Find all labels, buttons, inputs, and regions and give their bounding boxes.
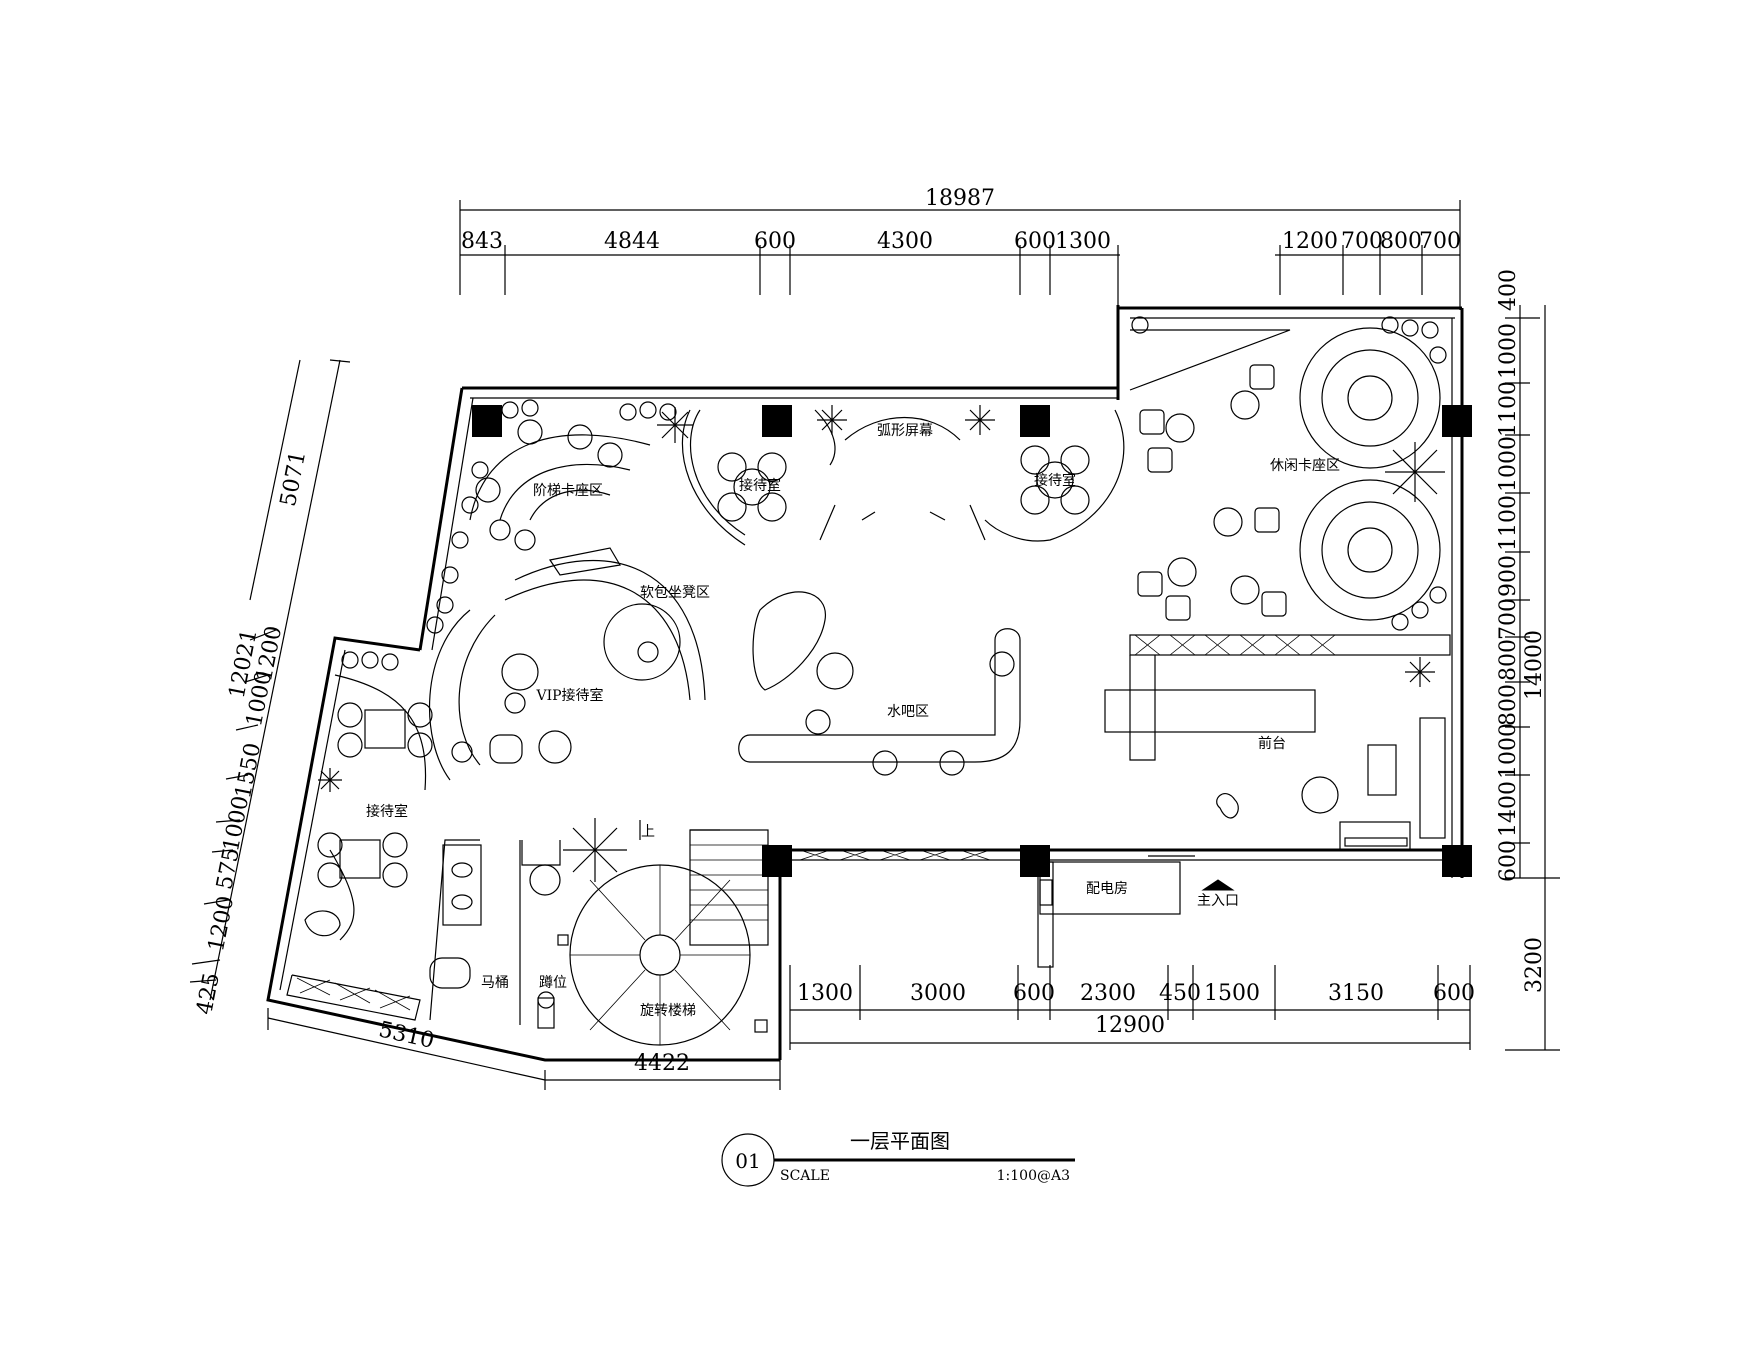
dim-bottom-3000: 3000: [910, 981, 966, 1006]
label-toilet: 马桶: [481, 975, 509, 991]
dim-right-400: 400: [1496, 269, 1521, 311]
label-arc-booth: 阶梯卡座区: [533, 483, 603, 499]
label-up: 上: [641, 824, 655, 840]
leisure-booth-furniture: [1129, 327, 1441, 621]
dim-right-1000c: 1000: [1496, 723, 1521, 779]
dim-top-700a: 700: [1341, 229, 1383, 254]
dim-right-1100a: 1100: [1496, 381, 1521, 437]
scale-label: SCALE: [780, 1168, 830, 1184]
dim-top-800: 800: [1380, 229, 1422, 254]
dim-left-1550: 1550: [231, 741, 266, 801]
dim-bottom-600b: 600: [1433, 981, 1475, 1006]
structural-columns: [472, 405, 1472, 877]
dim-right-1000a: 1000: [1496, 323, 1521, 379]
dim-top-1300: 1300: [1055, 229, 1111, 254]
dim-left-5071: 5071: [276, 449, 311, 509]
snowflake-plant-icon: [318, 405, 1445, 882]
label-reception-c: 接待室: [366, 803, 408, 820]
dim-right-600: 600: [1496, 840, 1521, 882]
label-reception-b: 接待室: [1034, 472, 1076, 489]
dim-bottom-1500: 1500: [1204, 981, 1260, 1006]
bottom-dimension-chain: 1300 3000 600 2300 450 1500 3150 600 129…: [267, 965, 1475, 1090]
sofa-and-vip-furniture: [429, 547, 706, 781]
top-dimension-chain: 18987 843 4844 600 4300 600 1300 1200 70…: [459, 186, 1461, 310]
label-squat: 蹲位: [539, 975, 567, 991]
dim-bottom-450: 450: [1159, 981, 1201, 1006]
label-leisure-booth: 休闲卡座区: [1270, 458, 1340, 474]
exterior-walls: [266, 305, 1470, 1062]
label-main-entrance: 主入口: [1197, 893, 1239, 909]
dim-bottom-3150: 3150: [1328, 981, 1384, 1006]
dim-right-700: 700: [1496, 598, 1521, 640]
label-sofa-area: 软包坐凳区: [640, 585, 710, 601]
reception-b-furniture: [984, 409, 1125, 542]
dim-left-1000b: 1000: [219, 794, 254, 854]
spiral-staircase: [569, 820, 769, 1046]
dim-right-3200: 3200: [1522, 937, 1547, 993]
arc-screen: [819, 416, 986, 541]
drawing-number: 01: [735, 1149, 760, 1173]
label-reception-a: 接待室: [739, 477, 781, 494]
dim-bottom-total: 12900: [1095, 1013, 1165, 1038]
front-desk-furniture: [1104, 634, 1451, 851]
right-dimension-chain: 400 1000 1100 1000 1100 900 700 800 800 …: [1496, 269, 1560, 1051]
dim-top-4300: 4300: [877, 229, 933, 254]
dim-top-700b: 700: [1419, 229, 1461, 254]
dim-left-425: 425: [192, 971, 225, 1017]
dim-bottom-2300: 2300: [1080, 981, 1136, 1006]
room-labels: 阶梯卡座区 接待室 弧形屏幕 接待室 休闲卡座区 软包坐凳区 VIP接待室 水吧…: [366, 423, 1340, 1019]
dim-right-1000b: 1000: [1496, 436, 1521, 492]
label-front-desk: 前台: [1258, 735, 1286, 752]
dim-right-900: 900: [1496, 555, 1521, 597]
label-arc-screen: 弧形屏幕: [877, 423, 933, 439]
dim-bottom-1300: 1300: [797, 981, 853, 1006]
dim-bottom-600a: 600: [1013, 981, 1055, 1006]
arc-booth-seating: [469, 419, 651, 551]
dim-right-800a: 800: [1496, 639, 1521, 681]
dim-bottom-4422: 4422: [634, 1051, 690, 1076]
dim-right-total: 14000: [1522, 630, 1547, 700]
label-spiral-stair: 旋转楼梯: [640, 1003, 696, 1019]
drawing-title: 一层平面图: [850, 1129, 950, 1153]
label-power-room: 配电房: [1086, 881, 1128, 897]
water-bar-counter: [738, 591, 1021, 776]
dim-right-1400: 1400: [1496, 781, 1521, 837]
planter-icon: [341, 316, 1447, 896]
power-room-outline: [1037, 855, 1195, 968]
dim-top-600b: 600: [1014, 229, 1056, 254]
dim-top-total: 18987: [925, 186, 995, 211]
dim-top-600a: 600: [754, 229, 796, 254]
entrance-arrow-icon: [1201, 879, 1235, 891]
dim-left-575: 575: [212, 846, 245, 892]
restroom-fixtures: [429, 839, 569, 1029]
dim-right-1100b: 1100: [1496, 495, 1521, 551]
dim-top-843: 843: [461, 229, 503, 254]
dim-top-4844: 4844: [604, 229, 660, 254]
dim-top-1200: 1200: [1282, 229, 1338, 254]
label-water-bar: 水吧区: [887, 704, 929, 720]
scale-value: 1:100@A3: [997, 1168, 1070, 1184]
label-vip-reception: VIP接待室: [535, 687, 603, 704]
title-block: 01 一层平面图 SCALE 1:100@A3: [721, 1129, 1075, 1187]
reception-c-furniture: [304, 674, 433, 941]
dim-right-800b: 800: [1496, 684, 1521, 726]
